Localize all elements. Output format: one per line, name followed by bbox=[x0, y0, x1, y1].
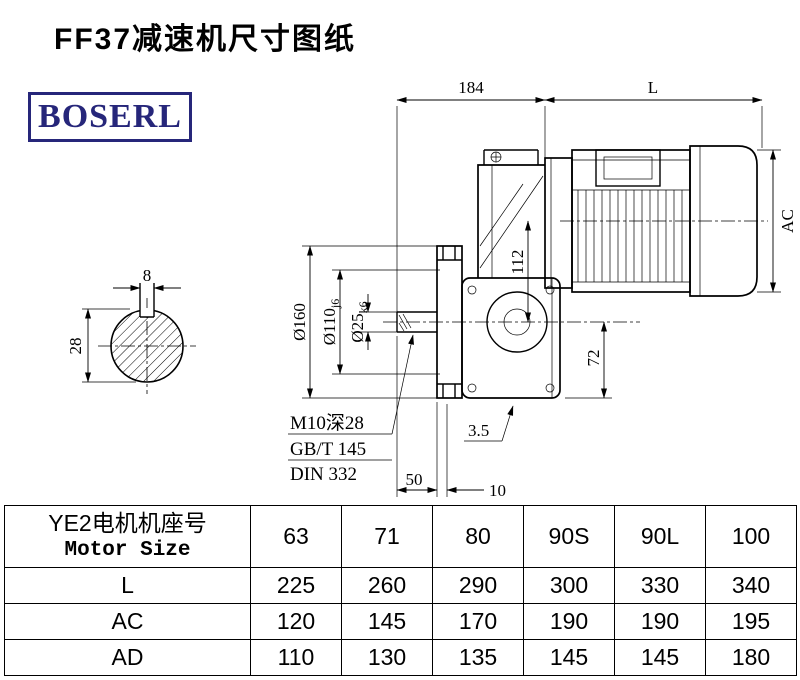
dim-112-label: 112 bbox=[508, 250, 527, 275]
table-cell: 195 bbox=[705, 603, 797, 640]
table-cell: 180 bbox=[705, 639, 797, 676]
dim-L-label: L bbox=[648, 78, 658, 97]
table-header-cell: 63 bbox=[250, 505, 342, 568]
row-label: AD bbox=[4, 639, 251, 676]
table-cell: 135 bbox=[432, 639, 524, 676]
dim-184-L: 184 L bbox=[396, 78, 763, 318]
table-cell: 110 bbox=[250, 639, 342, 676]
dim-d110-label: Ø110j6 bbox=[320, 299, 342, 346]
table-cell: 145 bbox=[614, 639, 706, 676]
dim-ac: AC bbox=[757, 149, 797, 293]
dim-72: 72 bbox=[565, 321, 612, 399]
table-row-AD: AD 110 130 135 145 145 180 bbox=[4, 639, 797, 676]
note-gb-label: GB/T 145 bbox=[290, 439, 366, 460]
table-cell: 145 bbox=[523, 639, 615, 676]
row-label: AC bbox=[4, 603, 251, 640]
dim-28-label: 28 bbox=[66, 338, 85, 355]
table-cell: 170 bbox=[432, 603, 524, 640]
dim-35-label: 3.5 bbox=[468, 421, 489, 440]
table-header-cell: 90L bbox=[614, 505, 706, 568]
table-header-motor-size: YE2电机机座号 Motor Size bbox=[4, 505, 251, 568]
dim-3-5: 3.5 bbox=[464, 405, 514, 442]
table-cell: 340 bbox=[705, 567, 797, 604]
table-header-cell: 71 bbox=[341, 505, 433, 568]
header-en: Motor Size bbox=[64, 538, 191, 562]
shaft-section-view: 8 28 bbox=[66, 266, 196, 394]
table-row-L: L 225 260 290 300 330 340 bbox=[4, 567, 797, 604]
table-cell: 300 bbox=[523, 567, 615, 604]
dim-184-label: 184 bbox=[458, 78, 484, 97]
note-thread-label: M10深28 bbox=[290, 412, 364, 434]
page-title: FF37减速机尺寸图纸 bbox=[54, 23, 357, 56]
dim-10-label: 10 bbox=[489, 481, 506, 500]
table-header-cell: 90S bbox=[523, 505, 615, 568]
table-cell: 190 bbox=[614, 603, 706, 640]
row-label: L bbox=[4, 567, 251, 604]
dimensions-table: YE2电机机座号 Motor Size 63 71 80 90S 90L 100… bbox=[4, 505, 797, 676]
table-header-row: YE2电机机座号 Motor Size 63 71 80 90S 90L 100 bbox=[4, 505, 797, 568]
motor bbox=[544, 145, 768, 297]
dim-50-label: 50 bbox=[406, 470, 423, 489]
table-row-AC: AC 120 145 170 190 190 195 bbox=[4, 603, 797, 640]
dim-50-10: 50 10 bbox=[396, 336, 506, 500]
dim-d110-tol: j6 bbox=[328, 299, 342, 309]
table-header-cell: 80 bbox=[432, 505, 524, 568]
table-cell: 145 bbox=[341, 603, 433, 640]
dim-8-label: 8 bbox=[143, 266, 152, 285]
table-cell: 290 bbox=[432, 567, 524, 604]
table-cell: 225 bbox=[250, 567, 342, 604]
table-cell: 120 bbox=[250, 603, 342, 640]
dim-112: 112 bbox=[508, 220, 531, 323]
fan-cover bbox=[689, 145, 758, 297]
boserl-logo-text: BOSERL bbox=[38, 98, 182, 135]
table-cell: 330 bbox=[614, 567, 706, 604]
diameter-dimensions: Ø160 Ø110j6 Ø25k6 bbox=[290, 245, 440, 399]
table-header-cell: 100 bbox=[705, 505, 797, 568]
table-cell: 190 bbox=[523, 603, 615, 640]
note-din-label: DIN 332 bbox=[290, 464, 357, 485]
output-shaft bbox=[383, 311, 640, 333]
terminal-box bbox=[595, 149, 661, 187]
header-cn: YE2电机机座号 bbox=[48, 510, 207, 537]
dimension-drawing: 184 L AC 8 28 Ø160 Ø110j6 Ø25k6 bbox=[66, 78, 797, 500]
dim-d25-tol: k6 bbox=[356, 301, 370, 313]
gearbox-housing bbox=[461, 149, 561, 399]
dim-d160-label: Ø160 bbox=[290, 303, 309, 341]
dim-ac-label: AC bbox=[778, 209, 797, 233]
dim-d25-label: Ø25k6 bbox=[348, 301, 370, 342]
dim-d25-main: Ø25 bbox=[348, 313, 367, 342]
dim-72-label: 72 bbox=[584, 350, 603, 367]
table-cell: 130 bbox=[341, 639, 433, 676]
thread-notes: M10深28 GB/T 145 DIN 332 bbox=[288, 334, 414, 485]
table-cell: 260 bbox=[341, 567, 433, 604]
motor-fins bbox=[577, 190, 683, 282]
dim-d110-main: Ø110 bbox=[320, 308, 339, 345]
boserl-logo: BOSERL bbox=[28, 92, 192, 142]
